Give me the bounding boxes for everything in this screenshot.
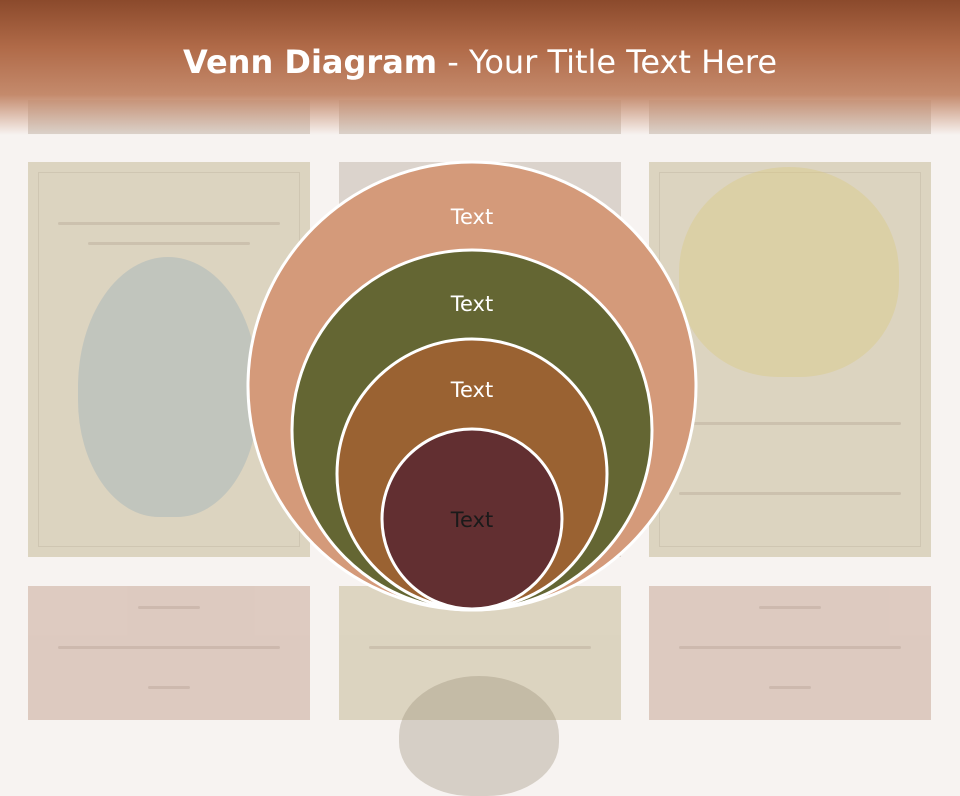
tile-script-line xyxy=(679,492,901,495)
slide-title: Venn Diagram - Your Title Text Here xyxy=(0,40,960,84)
tile-script-line xyxy=(58,222,280,225)
slide-title-rest: - Your Title Text Here xyxy=(437,43,778,81)
tile-script-line xyxy=(759,606,821,609)
venn-third-label: Text xyxy=(450,378,493,402)
balloon-illustration xyxy=(679,167,899,377)
tile-script-line xyxy=(679,422,901,425)
venn-inner-circle: Text xyxy=(380,427,564,611)
tile-script-line xyxy=(679,646,901,649)
venn-outer-label: Text xyxy=(450,205,493,229)
nested-venn-diagram: Text Text Text Text xyxy=(246,160,698,612)
slide-title-bold: Venn Diagram xyxy=(182,43,438,81)
tile-script-line xyxy=(88,242,250,245)
tile-script-line xyxy=(148,686,190,689)
tile-script-line xyxy=(138,606,200,609)
venn-second-label: Text xyxy=(450,292,493,316)
tile-script-line xyxy=(769,686,811,689)
bg-tile-bottom-left xyxy=(28,586,310,720)
balloon-illustration xyxy=(78,257,258,517)
tile-script-line xyxy=(58,646,280,649)
bg-tile-mid-right xyxy=(649,162,931,557)
bg-tile-bottom-right xyxy=(649,586,931,720)
tile-script-line xyxy=(369,646,591,649)
title-band xyxy=(0,0,960,135)
venn-inner-label: Text xyxy=(450,508,493,532)
